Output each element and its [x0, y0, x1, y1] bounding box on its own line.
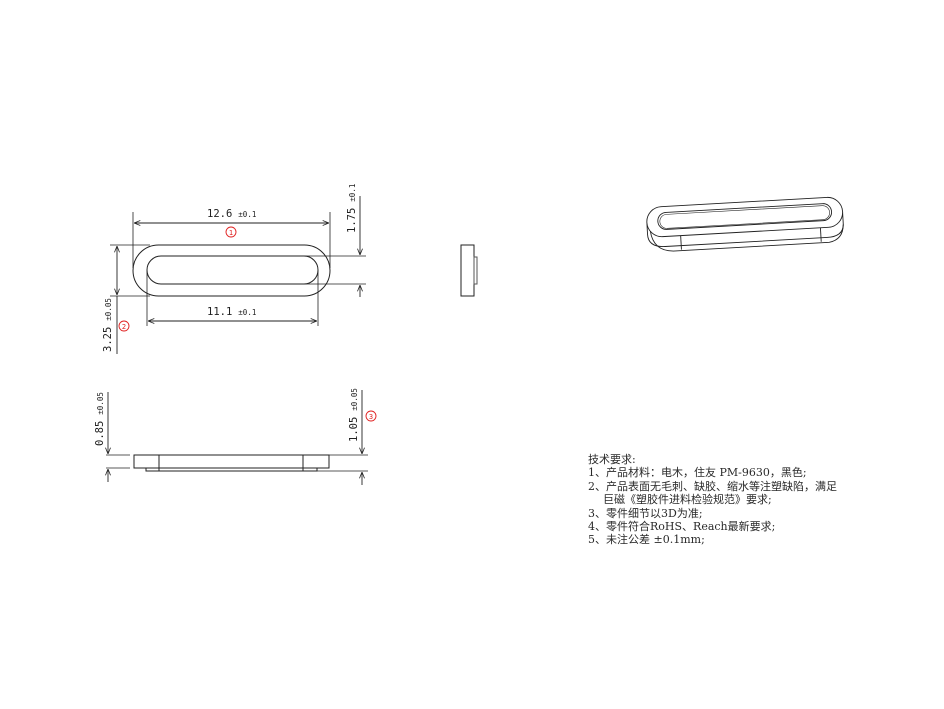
- notes-title: 技术要求:: [588, 453, 636, 466]
- technical-requirements: 技术要求: 1、产品材料：电木，住友 PM-9630，黑色; 2、产品表面无毛刺…: [588, 453, 837, 547]
- svg-text:2: 2: [122, 323, 126, 331]
- note-item-2-cont: 巨磁《塑胶件进料检验规范》要求;: [603, 493, 772, 507]
- front-view: [106, 390, 368, 485]
- balloon-3: 3: [365, 410, 377, 422]
- end-view: [460, 244, 478, 297]
- note-item-1: 1、产品材料：电木，住友 PM-9630，黑色;: [588, 466, 807, 480]
- outer-outline: [132, 244, 331, 297]
- balloon-2: 2: [118, 320, 130, 332]
- inner-outline: [146, 255, 319, 285]
- note-item-2: 2、产品表面无毛刺、缺胶、缩水等注塑缺陷，满足: [588, 479, 837, 493]
- svg-text:1: 1: [229, 229, 233, 237]
- dim-1-75: 1.75±0.1: [346, 184, 358, 233]
- note-item-3: 3、零件细节以3D为准;: [588, 506, 703, 520]
- dim-11-1: 11.1±0.1: [207, 306, 256, 318]
- svg-text:3: 3: [369, 413, 373, 421]
- dim-12-6: 12.6±0.1: [207, 208, 256, 220]
- isometric-view: [646, 196, 844, 252]
- note-item-4: 4、零件符合RoHS、Reach最新要求;: [588, 520, 776, 534]
- top-view: [110, 196, 366, 354]
- dim-0-85: 0.85±0.05: [94, 392, 106, 446]
- dim-3-25: 3.25±0.05: [102, 298, 114, 352]
- balloon-1: 1: [225, 226, 237, 238]
- note-item-5: 5、未注公差 ±0.1mm;: [588, 533, 705, 547]
- dim-1-05: 1.05±0.05: [348, 388, 360, 442]
